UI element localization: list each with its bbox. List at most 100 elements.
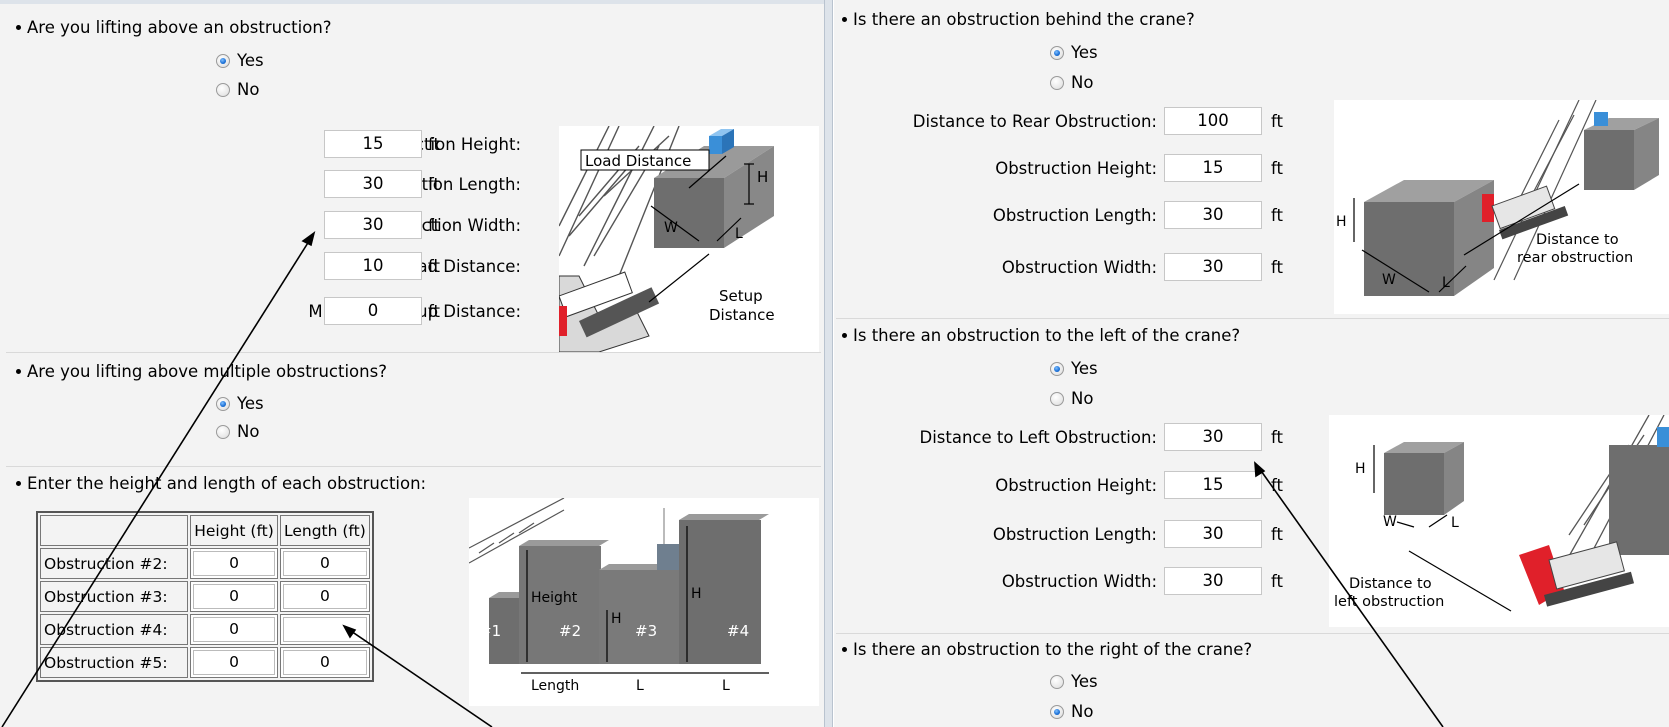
bullet bbox=[16, 369, 21, 374]
input-rear-obstruction-length[interactable]: 30 bbox=[1164, 201, 1262, 229]
table-row: Obstruction #4: 0 bbox=[40, 614, 370, 645]
unit-ft: ft bbox=[1271, 206, 1283, 225]
input-minimum-setup-distance[interactable]: 0 bbox=[324, 297, 422, 325]
label-obstruction-width: Obstruction Width: bbox=[1001, 258, 1157, 277]
input-obstruction-length[interactable]: 30 bbox=[324, 170, 422, 198]
label-obstruction-height: Obstruction Height: bbox=[995, 476, 1157, 495]
radio-obstruction-no[interactable]: No bbox=[216, 80, 259, 99]
input-left-obstruction-length[interactable]: 30 bbox=[1164, 520, 1262, 548]
radio-right-no[interactable]: No bbox=[1050, 702, 1093, 721]
section-divider bbox=[6, 352, 821, 353]
input-distance-rear[interactable]: 100 bbox=[1164, 107, 1262, 135]
radio-button[interactable] bbox=[1050, 704, 1064, 719]
radio-button[interactable] bbox=[216, 396, 230, 411]
figure-label-1: #1 bbox=[479, 622, 501, 640]
radio-button[interactable] bbox=[216, 53, 230, 68]
label-distance-rear: Distance to Rear Obstruction: bbox=[912, 112, 1157, 131]
figure-label-h: H bbox=[611, 611, 622, 627]
radio-button[interactable] bbox=[1050, 391, 1064, 406]
unit-ft: ft bbox=[1271, 112, 1283, 131]
bullet bbox=[842, 333, 847, 338]
table-header-length: Length (ft) bbox=[280, 515, 370, 546]
radio-rear-no[interactable]: No bbox=[1050, 73, 1093, 92]
question-obstruction-left: Is there an obstruction to the left of t… bbox=[840, 326, 1240, 345]
radio-left-yes[interactable]: Yes bbox=[1050, 359, 1098, 378]
input-length[interactable]: 0 bbox=[280, 581, 370, 612]
radio-left-no[interactable]: No bbox=[1050, 389, 1093, 408]
radio-multiple-yes[interactable]: Yes bbox=[216, 394, 264, 413]
figure-label-rear-obstruction: rear obstruction bbox=[1517, 250, 1633, 266]
input-height[interactable]: 0 bbox=[190, 548, 278, 579]
figure-label-h: H bbox=[1355, 461, 1366, 477]
figure-label-w: W bbox=[1383, 514, 1397, 530]
input-rear-obstruction-width[interactable]: 30 bbox=[1164, 253, 1262, 281]
label-obstruction-length: Obstruction Length: bbox=[992, 525, 1157, 544]
question-obstruction-behind: Is there an obstruction behind the crane… bbox=[840, 10, 1195, 29]
obstruction-table: Height (ft) Length (ft) Obstruction #2: … bbox=[36, 511, 374, 682]
section-divider bbox=[6, 466, 821, 467]
bullet bbox=[842, 647, 847, 652]
label-obstruction-width: Obstruction Width: bbox=[1001, 572, 1157, 591]
input-height[interactable]: 0 bbox=[190, 614, 278, 645]
figure-label-setup: Setup bbox=[719, 287, 763, 305]
left-obstruction-illustration: H W L Distance to left obstruction bbox=[1334, 415, 1669, 612]
row-label: Obstruction #4: bbox=[40, 614, 188, 645]
figure-label-w: W bbox=[664, 220, 678, 236]
figure-label-h: H bbox=[691, 586, 702, 602]
figure-label-l: L bbox=[735, 226, 743, 242]
radio-button[interactable] bbox=[1050, 674, 1064, 689]
unit-ft: ft bbox=[1271, 428, 1283, 447]
left-panel-top-border bbox=[0, 0, 829, 4]
unit-ft: ft bbox=[1271, 476, 1283, 495]
input-height[interactable]: 0 bbox=[190, 581, 278, 612]
unit-ft: ft bbox=[1271, 525, 1283, 544]
input-height[interactable]: 0 bbox=[190, 647, 278, 678]
bullet bbox=[842, 17, 847, 22]
input-load-distance[interactable]: 10 bbox=[324, 252, 422, 280]
input-left-obstruction-width[interactable]: 30 bbox=[1164, 567, 1262, 595]
radio-rear-yes[interactable]: Yes bbox=[1050, 43, 1098, 62]
figure-label-left-obstruction: left obstruction bbox=[1334, 594, 1444, 610]
radio-obstruction-yes[interactable]: Yes bbox=[216, 51, 264, 70]
table-header-row: Height (ft) Length (ft) bbox=[40, 515, 370, 546]
question-height-length-each: Enter the height and length of each obst… bbox=[14, 474, 426, 493]
figure-rear-obstruction: H W L Distance to rear obstruction bbox=[1334, 100, 1669, 314]
input-obstruction-width[interactable]: 30 bbox=[324, 211, 422, 239]
figure-label-l: L bbox=[1451, 515, 1459, 531]
radio-button[interactable] bbox=[216, 424, 230, 439]
input-rear-obstruction-height[interactable]: 15 bbox=[1164, 154, 1262, 182]
radio-button[interactable] bbox=[1050, 75, 1064, 90]
figure-label-distance-to: Distance to bbox=[1349, 576, 1432, 592]
unit-ft: ft bbox=[428, 257, 440, 276]
figure-label-height: Height bbox=[531, 590, 578, 606]
table-row: Obstruction #2: 0 0 bbox=[40, 548, 370, 579]
question-lifting-multiple-obstructions: Are you lifting above multiple obstructi… bbox=[14, 362, 387, 381]
input-obstruction-height[interactable]: 15 bbox=[324, 130, 422, 158]
figure-multiple-obstructions: #1 #2 #3 #4 Height H H Length L L bbox=[469, 498, 819, 706]
input-length[interactable]: 0 bbox=[280, 647, 370, 678]
section-divider bbox=[836, 318, 1669, 319]
radio-button[interactable] bbox=[1050, 45, 1064, 60]
load-distance-illustration: Load Distance H W L Setup Distance bbox=[559, 126, 775, 352]
panel-splitter[interactable] bbox=[824, 0, 833, 727]
label-obstruction-length: Obstruction Length: bbox=[992, 206, 1157, 225]
radio-button[interactable] bbox=[216, 82, 230, 97]
unit-ft: ft bbox=[1271, 572, 1283, 591]
bullet bbox=[16, 25, 21, 30]
input-length[interactable]: 0 bbox=[280, 548, 370, 579]
figure-label-length: Length bbox=[531, 678, 579, 694]
input-left-obstruction-height[interactable]: 15 bbox=[1164, 471, 1262, 499]
input-length[interactable] bbox=[280, 614, 370, 645]
radio-right-yes[interactable]: Yes bbox=[1050, 672, 1098, 691]
question-lifting-above-obstruction: Are you lifting above an obstruction? bbox=[14, 18, 332, 37]
figure-label-2: #2 bbox=[559, 622, 581, 640]
table-row: Obstruction #3: 0 0 bbox=[40, 581, 370, 612]
figure-label-l: L bbox=[722, 678, 730, 694]
radio-multiple-no[interactable]: No bbox=[216, 422, 259, 441]
label-distance-left: Distance to Left Obstruction: bbox=[919, 428, 1158, 447]
rear-obstruction-illustration: H W L Distance to rear obstruction bbox=[1336, 100, 1659, 296]
label-obstruction-height: Obstruction Height: bbox=[995, 159, 1157, 178]
radio-button[interactable] bbox=[1050, 361, 1064, 376]
input-distance-left[interactable]: 30 bbox=[1164, 423, 1262, 451]
multiple-obstructions-illustration: #1 #2 #3 #4 Height H H Length L L bbox=[469, 498, 769, 694]
